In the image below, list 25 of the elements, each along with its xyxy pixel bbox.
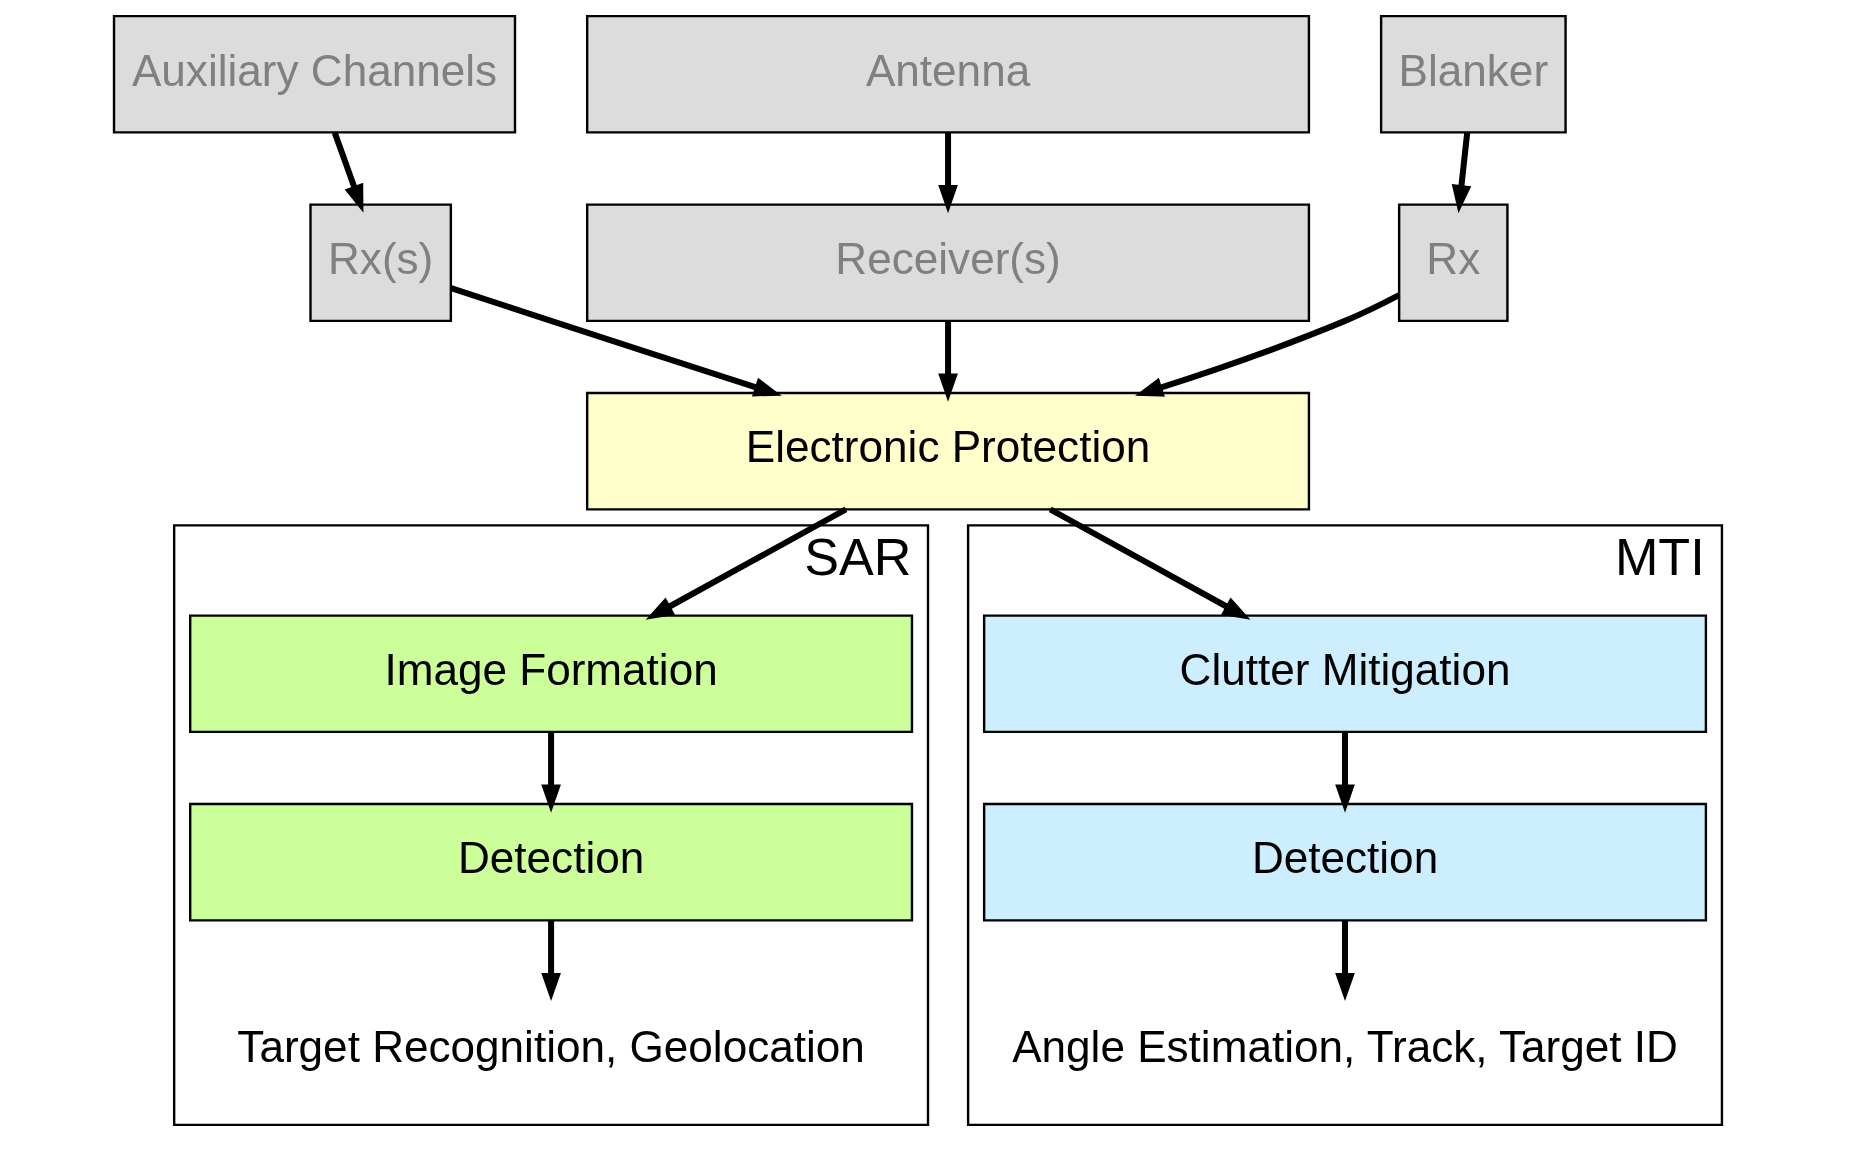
arrow — [541, 732, 561, 813]
node-box: Rx — [1397, 203, 1509, 323]
node-box: Antenna — [585, 14, 1311, 134]
arrow — [1048, 506, 1251, 620]
arrow — [450, 285, 782, 397]
node-box: Image Formation — [189, 614, 914, 734]
arrow — [938, 321, 958, 402]
node-box: Blanker — [1379, 14, 1567, 134]
arrow — [1335, 732, 1355, 813]
arrow — [1335, 920, 1355, 1002]
node-box: Receiver(s) — [585, 203, 1311, 323]
arrow — [645, 506, 848, 620]
node-box: Detection — [982, 802, 1708, 922]
node-box: Detection — [189, 802, 914, 922]
node-box: Electronic Protection — [585, 391, 1311, 511]
node-box: Auxiliary Channels — [112, 14, 517, 134]
arrow — [331, 131, 364, 213]
arrow — [1135, 292, 1401, 397]
arrow — [938, 132, 958, 214]
node-text: Target Recognition, Geolocation — [237, 1021, 865, 1071]
node-text: Angle Estimation, Track, Target ID — [1012, 1021, 1678, 1071]
node-box: Clutter Mitigation — [982, 614, 1708, 734]
arrow — [1451, 132, 1472, 214]
node-box: Rx(s) — [309, 203, 453, 323]
arrow — [541, 920, 561, 1002]
